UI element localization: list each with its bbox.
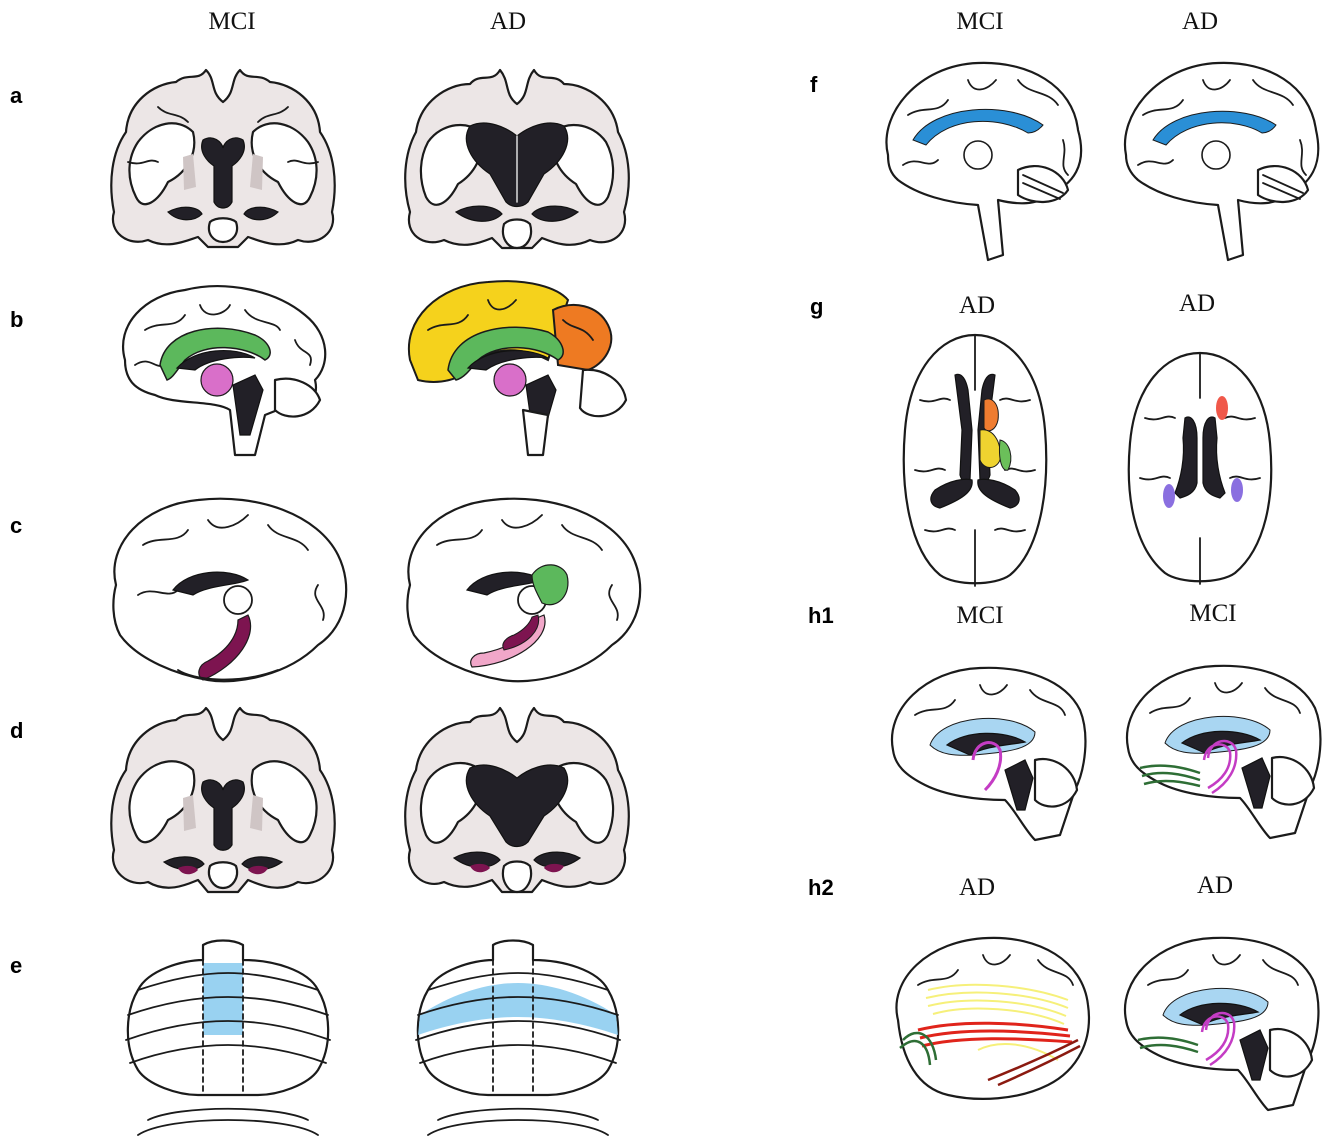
header-h2-ad-1: AD <box>897 874 1057 902</box>
panel-label-f: f <box>810 72 817 98</box>
coronal-brain-d-mci <box>98 700 348 910</box>
sagittal-brain-h2-ad <box>1118 930 1326 1115</box>
sagittal-brain-c-ad <box>392 475 652 695</box>
lateral-brain-h2-ad <box>888 930 1093 1110</box>
header-f-mci: MCI <box>900 8 1060 36</box>
coronal-brain-a-mci <box>98 62 348 262</box>
coronal-brain-d-ad <box>392 700 642 910</box>
header-left-ad: AD <box>428 8 588 36</box>
header-g-ad-1: AD <box>897 292 1057 320</box>
sagittal-brain-b-mci <box>105 270 335 460</box>
axial-brain-g-2 <box>1125 348 1275 588</box>
panel-label-h2: h2 <box>808 875 834 901</box>
panel-label-d: d <box>10 718 23 744</box>
sagittal-brain-c-mci <box>98 475 358 695</box>
cerebellum-e-mci <box>108 935 348 1140</box>
sagittal-brain-f-ad <box>1118 55 1326 265</box>
sagittal-brain-h1-mci-2 <box>1120 658 1326 843</box>
panel-label-h1: h1 <box>808 603 834 629</box>
header-g-ad-2: AD <box>1117 290 1277 318</box>
panel-label-a: a <box>10 83 22 109</box>
header-left-mci: MCI <box>152 8 312 36</box>
sagittal-brain-f-mci <box>878 55 1088 265</box>
header-h2-ad-2: AD <box>1135 872 1295 900</box>
panel-label-c: c <box>10 513 22 539</box>
header-h1-mci-1: MCI <box>900 602 1060 630</box>
panel-label-g: g <box>810 294 823 320</box>
axial-brain-g-1 <box>900 330 1050 590</box>
header-h1-mci-2: MCI <box>1133 600 1293 628</box>
sagittal-brain-b-ad <box>398 270 638 460</box>
header-f-ad: AD <box>1120 8 1280 36</box>
panel-label-e: e <box>10 953 22 979</box>
cerebellum-e-ad <box>398 935 638 1140</box>
panel-label-b: b <box>10 307 23 333</box>
coronal-brain-a-ad <box>392 62 642 262</box>
sagittal-brain-h1-mci-1 <box>885 660 1095 845</box>
